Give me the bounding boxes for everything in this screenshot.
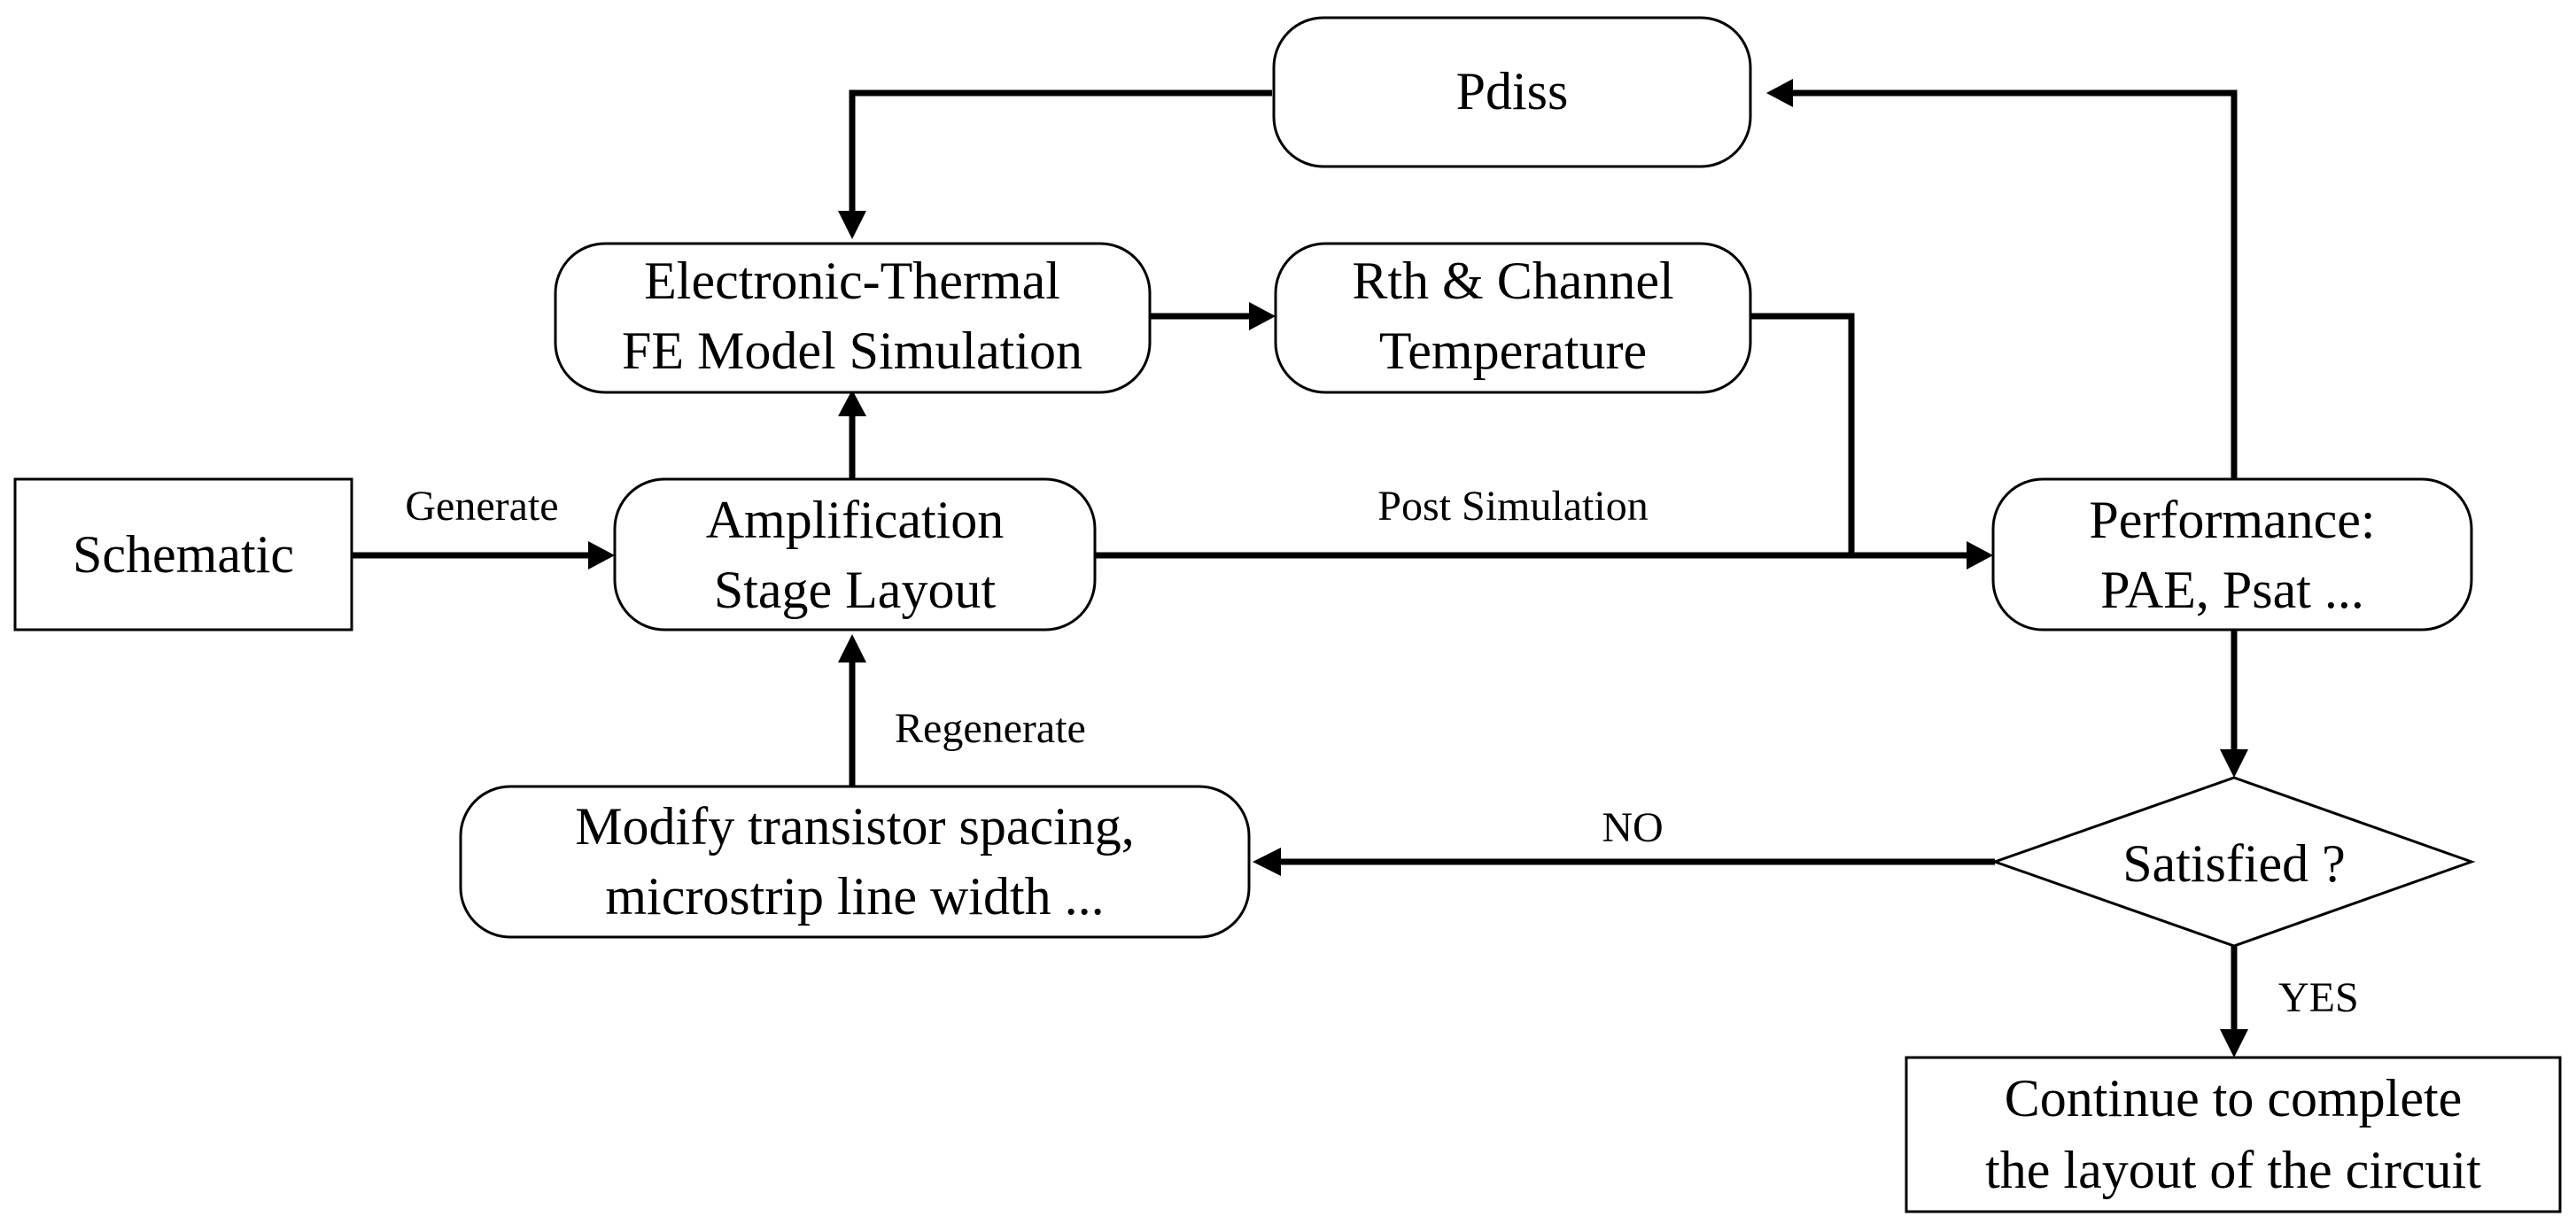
node-amplification-line-2: Stage Layout: [714, 561, 997, 619]
arrowhead-down: [2220, 1029, 2248, 1058]
edge-label-no: NO: [1602, 804, 1663, 851]
node-performance-box: [1991, 477, 2473, 631]
arrowhead-down: [2220, 749, 2248, 778]
node-performance-line-2: PAE, Psat ...: [2100, 561, 2364, 619]
node-electronic-thermal: Electronic-Thermal FE Model Simulation: [554, 242, 1152, 394]
node-electronic-thermal-line-1: Electronic-Thermal: [644, 252, 1060, 310]
node-amplification: Amplification Stage Layout: [613, 477, 1097, 631]
node-rth-line-1: Rth & Channel: [1352, 252, 1673, 310]
node-performance: Performance: PAE, Psat ...: [1991, 477, 2473, 631]
node-modify-box: [459, 785, 1251, 939]
node-satisfied-line-1: Satisfied ?: [2122, 834, 2346, 893]
node-modify-line-1: Modify transistor spacing,: [575, 797, 1135, 856]
edge-labels: Generate Post Simulation Regenerate NO Y…: [405, 483, 2358, 1021]
arrowhead-right: [588, 541, 615, 570]
edge-performance-to-pdiss: [1791, 89, 2238, 479]
node-continue: Continue to complete the layout of the c…: [1905, 1056, 2562, 1213]
edge-label-generate: Generate: [405, 483, 558, 530]
node-pdiss-box: [1272, 16, 1752, 168]
edge-label-yes: YES: [2278, 974, 2359, 1021]
node-rth: Rth & Channel Temperature: [1274, 242, 1752, 394]
arrowhead-right: [1967, 541, 1993, 570]
connectors: [352, 79, 2248, 1058]
arrowhead-right: [1249, 302, 1276, 330]
node-electronic-thermal-box: [554, 242, 1152, 394]
arrowhead-left: [1766, 79, 1793, 107]
node-rth-line-2: Temperature: [1379, 322, 1647, 380]
node-satisfied-diamond: [1990, 776, 2476, 948]
node-amplification-box: [613, 477, 1097, 631]
arrowhead-up: [838, 390, 866, 416]
node-schematic-line-1: Schematic: [73, 525, 294, 584]
edge-label-regenerate: Regenerate: [895, 705, 1086, 752]
edge-pdiss-to-electronic-thermal: [849, 89, 1272, 213]
node-satisfied: Satisfied ?: [1990, 776, 2476, 948]
arrowhead-left: [1253, 848, 1281, 876]
edge-rth-to-performance: [1750, 313, 1855, 555]
node-electronic-thermal-line-2: FE Model Simulation: [622, 322, 1082, 380]
arrowhead-down: [838, 211, 866, 239]
node-continue-line-1: Continue to complete: [2005, 1069, 2463, 1127]
node-schematic: Schematic: [13, 477, 353, 631]
node-rth-box: [1274, 242, 1752, 394]
node-pdiss-line-1: Pdiss: [1456, 62, 1569, 120]
node-pdiss: Pdiss: [1272, 16, 1752, 168]
node-modify: Modify transistor spacing, microstrip li…: [459, 785, 1251, 939]
edge-label-post-simulation: Post Simulation: [1377, 483, 1648, 530]
node-continue-line-2: the layout of the circuit: [1985, 1141, 2481, 1199]
node-modify-line-2: microstrip line width ...: [605, 867, 1104, 926]
node-amplification-line-1: Amplification: [706, 491, 1005, 549]
node-continue-box: [1905, 1056, 2562, 1213]
arrowhead-up: [838, 634, 866, 662]
node-schematic-box: [13, 477, 353, 631]
node-performance-line-1: Performance:: [2089, 491, 2375, 549]
